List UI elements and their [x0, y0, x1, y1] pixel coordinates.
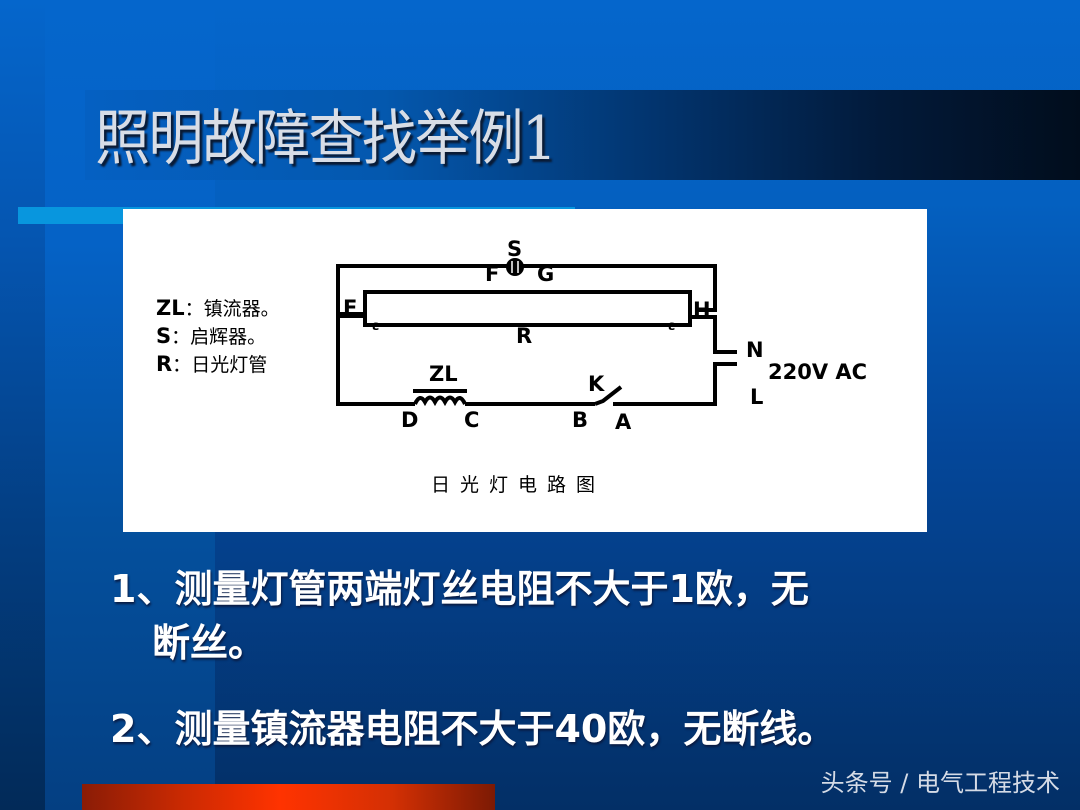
- background-strip-left: [0, 0, 45, 810]
- line-wire: [613, 362, 737, 406]
- circuit-diagram-panel: ZL：镇流器。 S：启辉器。 R：日光灯管: [123, 209, 927, 532]
- label-E: E: [343, 296, 357, 320]
- label-G: G: [537, 262, 554, 286]
- slide-title: 照明故障查找举例1: [95, 104, 557, 174]
- label-B: B: [572, 408, 588, 432]
- label-H: H: [693, 298, 711, 322]
- left-lower-wire: [336, 312, 415, 406]
- label-L: L: [750, 385, 763, 409]
- starter-symbol: [506, 258, 524, 276]
- bullet-1-line-1: 1、测量灯管两端灯丝电阻不大于1欧，无: [110, 567, 809, 611]
- switch-blade: [594, 385, 623, 406]
- decorative-red-bar: [82, 784, 495, 810]
- title-banner: [85, 90, 1080, 180]
- bullet-1: 1、测量灯管两端灯丝电阻不大于1欧，无 断丝。: [110, 562, 1010, 670]
- left-filament-icon: ε: [372, 319, 379, 334]
- right-filament-icon: ε: [668, 319, 675, 334]
- diagram-legend: ZL：镇流器。 S：启辉器。 R：日光灯管: [156, 295, 280, 379]
- label-S: S: [507, 237, 522, 261]
- label-R: R: [516, 324, 532, 348]
- neutral-wire: [690, 315, 737, 354]
- fluorescent-circuit-schematic: ε ε S F G E H R N 220V AC L ZL K D C B A: [336, 237, 867, 434]
- watermark: 头条号 / 电气工程技术: [820, 769, 1060, 797]
- legend-item-ballast: ZL：镇流器。: [156, 296, 280, 320]
- label-K: K: [588, 372, 605, 396]
- label-supply-voltage: 220V AC: [768, 360, 867, 384]
- legend-item-starter: S：启辉器。: [156, 324, 267, 348]
- legend-item-tube: R：日光灯管: [156, 352, 268, 376]
- ballast-coil: [413, 389, 467, 407]
- label-D: D: [401, 408, 418, 432]
- bullet-2: 2、测量镇流器电阻不大于40欧，无断线。: [110, 707, 836, 751]
- bullet-1-line-2: 断丝。: [152, 621, 267, 665]
- label-ZL: ZL: [429, 362, 458, 386]
- label-A: A: [615, 410, 632, 434]
- label-C: C: [464, 408, 479, 432]
- tube-rect: [363, 290, 692, 327]
- label-F: F: [485, 262, 499, 286]
- diagram-caption: 日光灯电路图: [431, 474, 606, 496]
- label-N: N: [746, 338, 764, 362]
